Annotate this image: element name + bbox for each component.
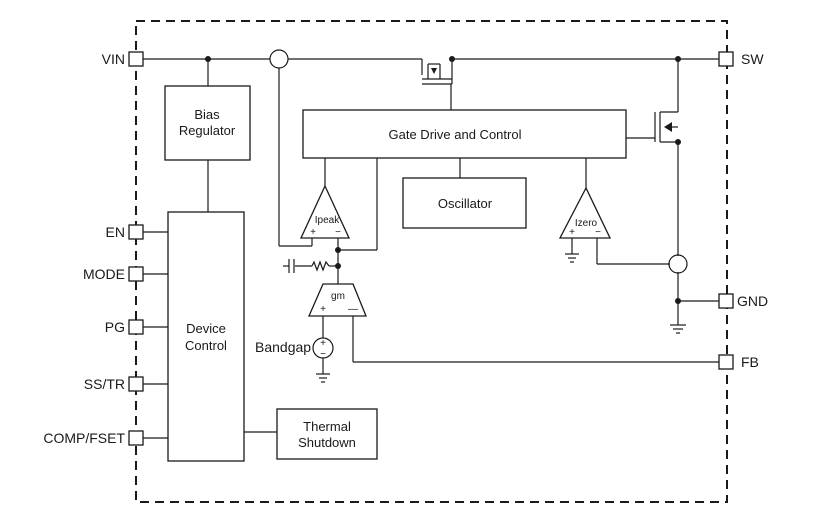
wires (143, 58, 719, 439)
pin-vin-label: VIN (102, 51, 125, 67)
pin-gnd-label: GND (737, 293, 768, 309)
high-side-current-sense-icon (269, 49, 289, 69)
device-control-block: Device Control (167, 211, 245, 462)
power-ground-icon (670, 324, 686, 334)
pin-ss-tr-label: SS/TR (84, 376, 125, 392)
high-side-mosfet-icon (421, 59, 452, 85)
pin-en: EN (106, 224, 144, 240)
ipeak-minus-sign: − (335, 227, 341, 238)
pin-ss-tr: SS/TR (84, 376, 144, 392)
low-side-mosfet-icon (654, 111, 678, 143)
izero-ground-icon (565, 253, 579, 263)
thermal-shutdown-label-line2: Shutdown (298, 435, 356, 450)
gm-amplifier: gm + — (308, 283, 367, 317)
bandgap-source-icon: + − (312, 337, 334, 360)
oscillator-block: Oscillator (402, 177, 527, 229)
pin-gnd: GND (718, 293, 768, 309)
gm-minus-sign: — (348, 304, 358, 315)
ipeak-comparator: Ipeak + − (299, 184, 351, 246)
bias-regulator-label-line2: Regulator (179, 123, 236, 138)
bias-regulator-label-line1: Bias (194, 107, 220, 122)
pin-sw: SW (718, 51, 764, 67)
bandgap-plus-sign: + (320, 338, 326, 349)
gate-drive-block: Gate Drive and Control (302, 109, 627, 159)
gm-plus-sign: + (320, 304, 326, 315)
pin-mode: MODE (83, 266, 144, 282)
pin-pg-label: PG (105, 319, 125, 335)
bandgap-ground-icon (316, 373, 330, 383)
low-side-current-sense-icon (668, 254, 688, 274)
oscillator-label: Oscillator (438, 196, 493, 211)
bandgap-minus-sign: − (320, 349, 326, 360)
izero-comparator: Izero + − (558, 186, 612, 239)
izero-label: Izero (575, 218, 598, 229)
pin-vin: VIN (102, 51, 144, 67)
pin-fb: FB (718, 354, 759, 370)
izero-minus-sign: − (595, 227, 601, 238)
thermal-shutdown-block: Thermal Shutdown (276, 408, 378, 460)
pin-mode-label: MODE (83, 266, 125, 282)
thermal-shutdown-label-line1: Thermal (303, 419, 351, 434)
pin-comp-fset: COMP/FSET (43, 430, 144, 446)
ipeak-label: Ipeak (315, 215, 340, 226)
bias-regulator-block: Bias Regulator (164, 85, 251, 161)
ipeak-plus-sign: + (310, 227, 316, 238)
gm-label: gm (331, 291, 345, 302)
pin-comp-fset-label: COMP/FSET (43, 430, 125, 446)
device-control-label-line1: Device (186, 321, 226, 336)
gate-drive-label: Gate Drive and Control (389, 127, 522, 142)
pin-pg: PG (105, 319, 144, 335)
bandgap-label: Bandgap (255, 339, 311, 355)
comp-resistor-icon (311, 260, 330, 272)
pin-sw-label: SW (741, 51, 764, 67)
izero-plus-sign: + (569, 227, 575, 238)
ic-boundary (135, 20, 728, 503)
pin-en-label: EN (106, 224, 125, 240)
pin-fb-label: FB (741, 354, 759, 370)
device-control-label-line2: Control (185, 338, 227, 353)
comp-capacitor-icon (283, 259, 295, 273)
